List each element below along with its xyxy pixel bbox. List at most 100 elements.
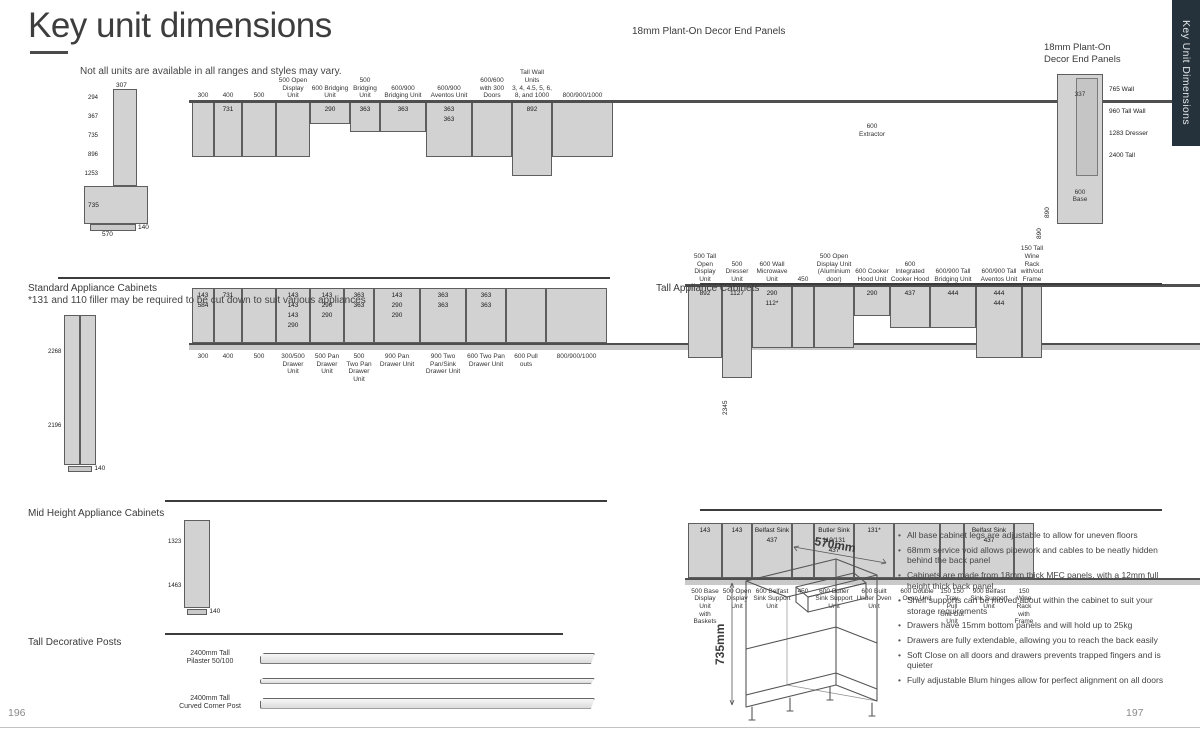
- unit-dims: 731: [222, 292, 234, 299]
- unit-dims: 290: [324, 106, 336, 113]
- segment-label: Tall Wall: [1121, 107, 1146, 115]
- unit-block: 143 143 143 290: [276, 288, 310, 343]
- unit-label: 500 Pan Drawer Unit: [314, 353, 340, 376]
- inset-segment: 1283 Dresser: [1109, 130, 1148, 137]
- title-underline: [30, 51, 68, 54]
- section-divider: [700, 509, 1162, 511]
- unit-column: 400 731: [214, 68, 242, 157]
- unit-column: 500: [242, 288, 276, 361]
- inset-heading: 18mm Plant-On Decor End Panels: [1044, 42, 1121, 65]
- unit-label: 400: [222, 353, 234, 360]
- unit-label: 900 Two Pan/Sink Drawer Unit: [425, 353, 461, 376]
- cabinet-height-dim: 735mm: [713, 624, 727, 665]
- unit-block: 363 363: [344, 288, 374, 343]
- unit-label: 600/900 Aventos Unit: [430, 84, 468, 100]
- unit-column: 500 Open Display Unit: [276, 68, 310, 157]
- mid-cabinets-heading: Mid Height Appliance Cabinets: [28, 508, 165, 519]
- unit-block: [472, 102, 512, 157]
- unit-dims: 363 363: [437, 292, 449, 310]
- unit-column: 150 Tall Wine Rack with/out Frame: [1021, 244, 1043, 358]
- unit-column: 500 Tall Open Display Unit 892: [688, 244, 722, 358]
- unit-dims: 143 290 290: [391, 292, 403, 320]
- unit-block: 437: [890, 285, 930, 328]
- unit-dims: Belfast Sink 437: [754, 526, 790, 544]
- unit-block: [792, 285, 814, 348]
- unit-column: 600/900 Tall Bridging Unit 444: [930, 244, 976, 328]
- bullet-text: All base cabinet legs are adjustable to …: [906, 530, 1138, 540]
- unit-dims: 444 444: [993, 289, 1005, 307]
- unit-label: 900 Pan Drawer Unit: [379, 353, 415, 368]
- filler-note: *131 and 110 filler may be required to b…: [28, 295, 366, 306]
- unit-column: 800/900/1000: [546, 288, 607, 361]
- unit-label: 500 Bridging Unit: [353, 77, 377, 100]
- inset-left-dim: 890: [1044, 206, 1051, 218]
- unit-label: 800/900/1000: [562, 92, 603, 100]
- section-divider: [58, 277, 610, 279]
- post-row: [160, 677, 595, 684]
- unit-label: 600/900 Tall Aventos Unit: [980, 268, 1018, 283]
- unit-block: 363: [380, 102, 426, 132]
- unit-column: 143 290 290 900 Pan Drawer Unit: [374, 288, 420, 368]
- unit-label: 600 Integrated Cooker Hood: [890, 260, 930, 283]
- unit-block: [506, 288, 546, 343]
- unit-block: 290 112*: [752, 285, 792, 348]
- unit-label: 300: [197, 92, 209, 100]
- unit-label: 500 Base Display Unit with Baskets: [691, 587, 719, 626]
- unit-label: 450: [797, 275, 809, 283]
- unit-label: 500 Open Display Unit: [278, 77, 308, 100]
- unit-column: 500 Bridging Unit 363: [350, 68, 380, 132]
- page-bottom-rule: [0, 727, 1200, 728]
- availability-note: Not all units are available in all range…: [80, 66, 342, 77]
- unit-block: [814, 285, 854, 348]
- unit-block: 363 363: [420, 288, 466, 343]
- unit-label: 400: [222, 92, 234, 100]
- unit-block: 444: [930, 285, 976, 328]
- standard-profile-plinth-dim: 140: [94, 465, 106, 472]
- unit-block: 731: [214, 102, 242, 157]
- unit-dims: 363: [397, 106, 409, 113]
- unit-dims: 363 363: [443, 106, 455, 124]
- unit-column: 143 500 Open Display Unit: [722, 522, 752, 611]
- feature-bullet: Drawers are fully extendable, allowing y…: [898, 635, 1170, 646]
- post-row: 2400mm Tall Pilaster 50/100: [160, 650, 595, 667]
- unit-label: 600 Wall Microwave Unit: [756, 260, 788, 283]
- feature-bullet: 68mm service void allows pipework and ca…: [898, 545, 1170, 566]
- segment-label: Dresser: [1125, 129, 1149, 137]
- unit-label: 300: [197, 353, 209, 360]
- decor-right-dim: 890: [1036, 228, 1043, 239]
- bullet-text: Soft Close on all doors and drawers prev…: [906, 649, 1161, 671]
- unit-label: 600 Two Pan Drawer Unit: [467, 353, 505, 368]
- inset-top-width: 337: [1074, 90, 1086, 98]
- unit-label: 500 Tall Open Display Unit: [693, 253, 717, 283]
- standard-cabinets-heading: Standard Appliance Cabinets: [28, 283, 157, 294]
- page-number-left: 196: [8, 707, 26, 719]
- unit-column: 143 290 290 500 Pan Drawer Unit: [310, 288, 344, 376]
- unit-block: 143 290 290: [310, 288, 344, 343]
- chapter-tab-label: Key Unit Dimensions: [1180, 20, 1192, 126]
- unit-label: 600/600 with 300 Doors: [479, 77, 505, 100]
- feature-bullet: Shelf supports can be moved about within…: [898, 595, 1170, 616]
- chapter-index-tab[interactable]: Key Unit Dimensions: [1172, 0, 1200, 146]
- unit-block: [242, 102, 276, 157]
- section-divider: [165, 500, 607, 502]
- unit-dims: 892: [526, 106, 538, 113]
- post-drawing: [260, 652, 595, 664]
- unit-label: 600 Butler Sink Support Unit: [815, 587, 853, 610]
- unit-column: 143 584 300: [192, 288, 214, 361]
- standard-profile-diagram: 2268 2196 140: [48, 315, 105, 472]
- bullet-text: Shelf supports can be moved about within…: [906, 595, 1153, 616]
- unit-block: 290: [854, 285, 890, 316]
- inset-segment: 960 Tall Wall: [1109, 108, 1148, 115]
- decor-end-panel-inset: 18mm Plant-On Decor End Panels 890 337 6…: [1044, 42, 1164, 224]
- feature-bullet-list: All base cabinet legs are adjustable to …: [898, 530, 1170, 690]
- feature-bullet: Soft Close on all doors and drawers prev…: [898, 650, 1170, 671]
- unit-label: 600 Built Under Oven Unit: [856, 587, 892, 610]
- segment-dim: 2400: [1109, 151, 1124, 159]
- unit-label: 800/900/1000: [556, 353, 597, 360]
- unit-block: [1022, 285, 1042, 358]
- unit-label: 500 Open Display Unit: [722, 587, 752, 610]
- unit-column: 600 Bridging Unit 290: [310, 68, 350, 124]
- bullet-text: Drawers have 15mm bottom panels and will…: [906, 620, 1133, 631]
- standard-profile-plinth: [68, 465, 93, 472]
- feature-bullet: All base cabinet legs are adjustable to …: [898, 530, 1170, 541]
